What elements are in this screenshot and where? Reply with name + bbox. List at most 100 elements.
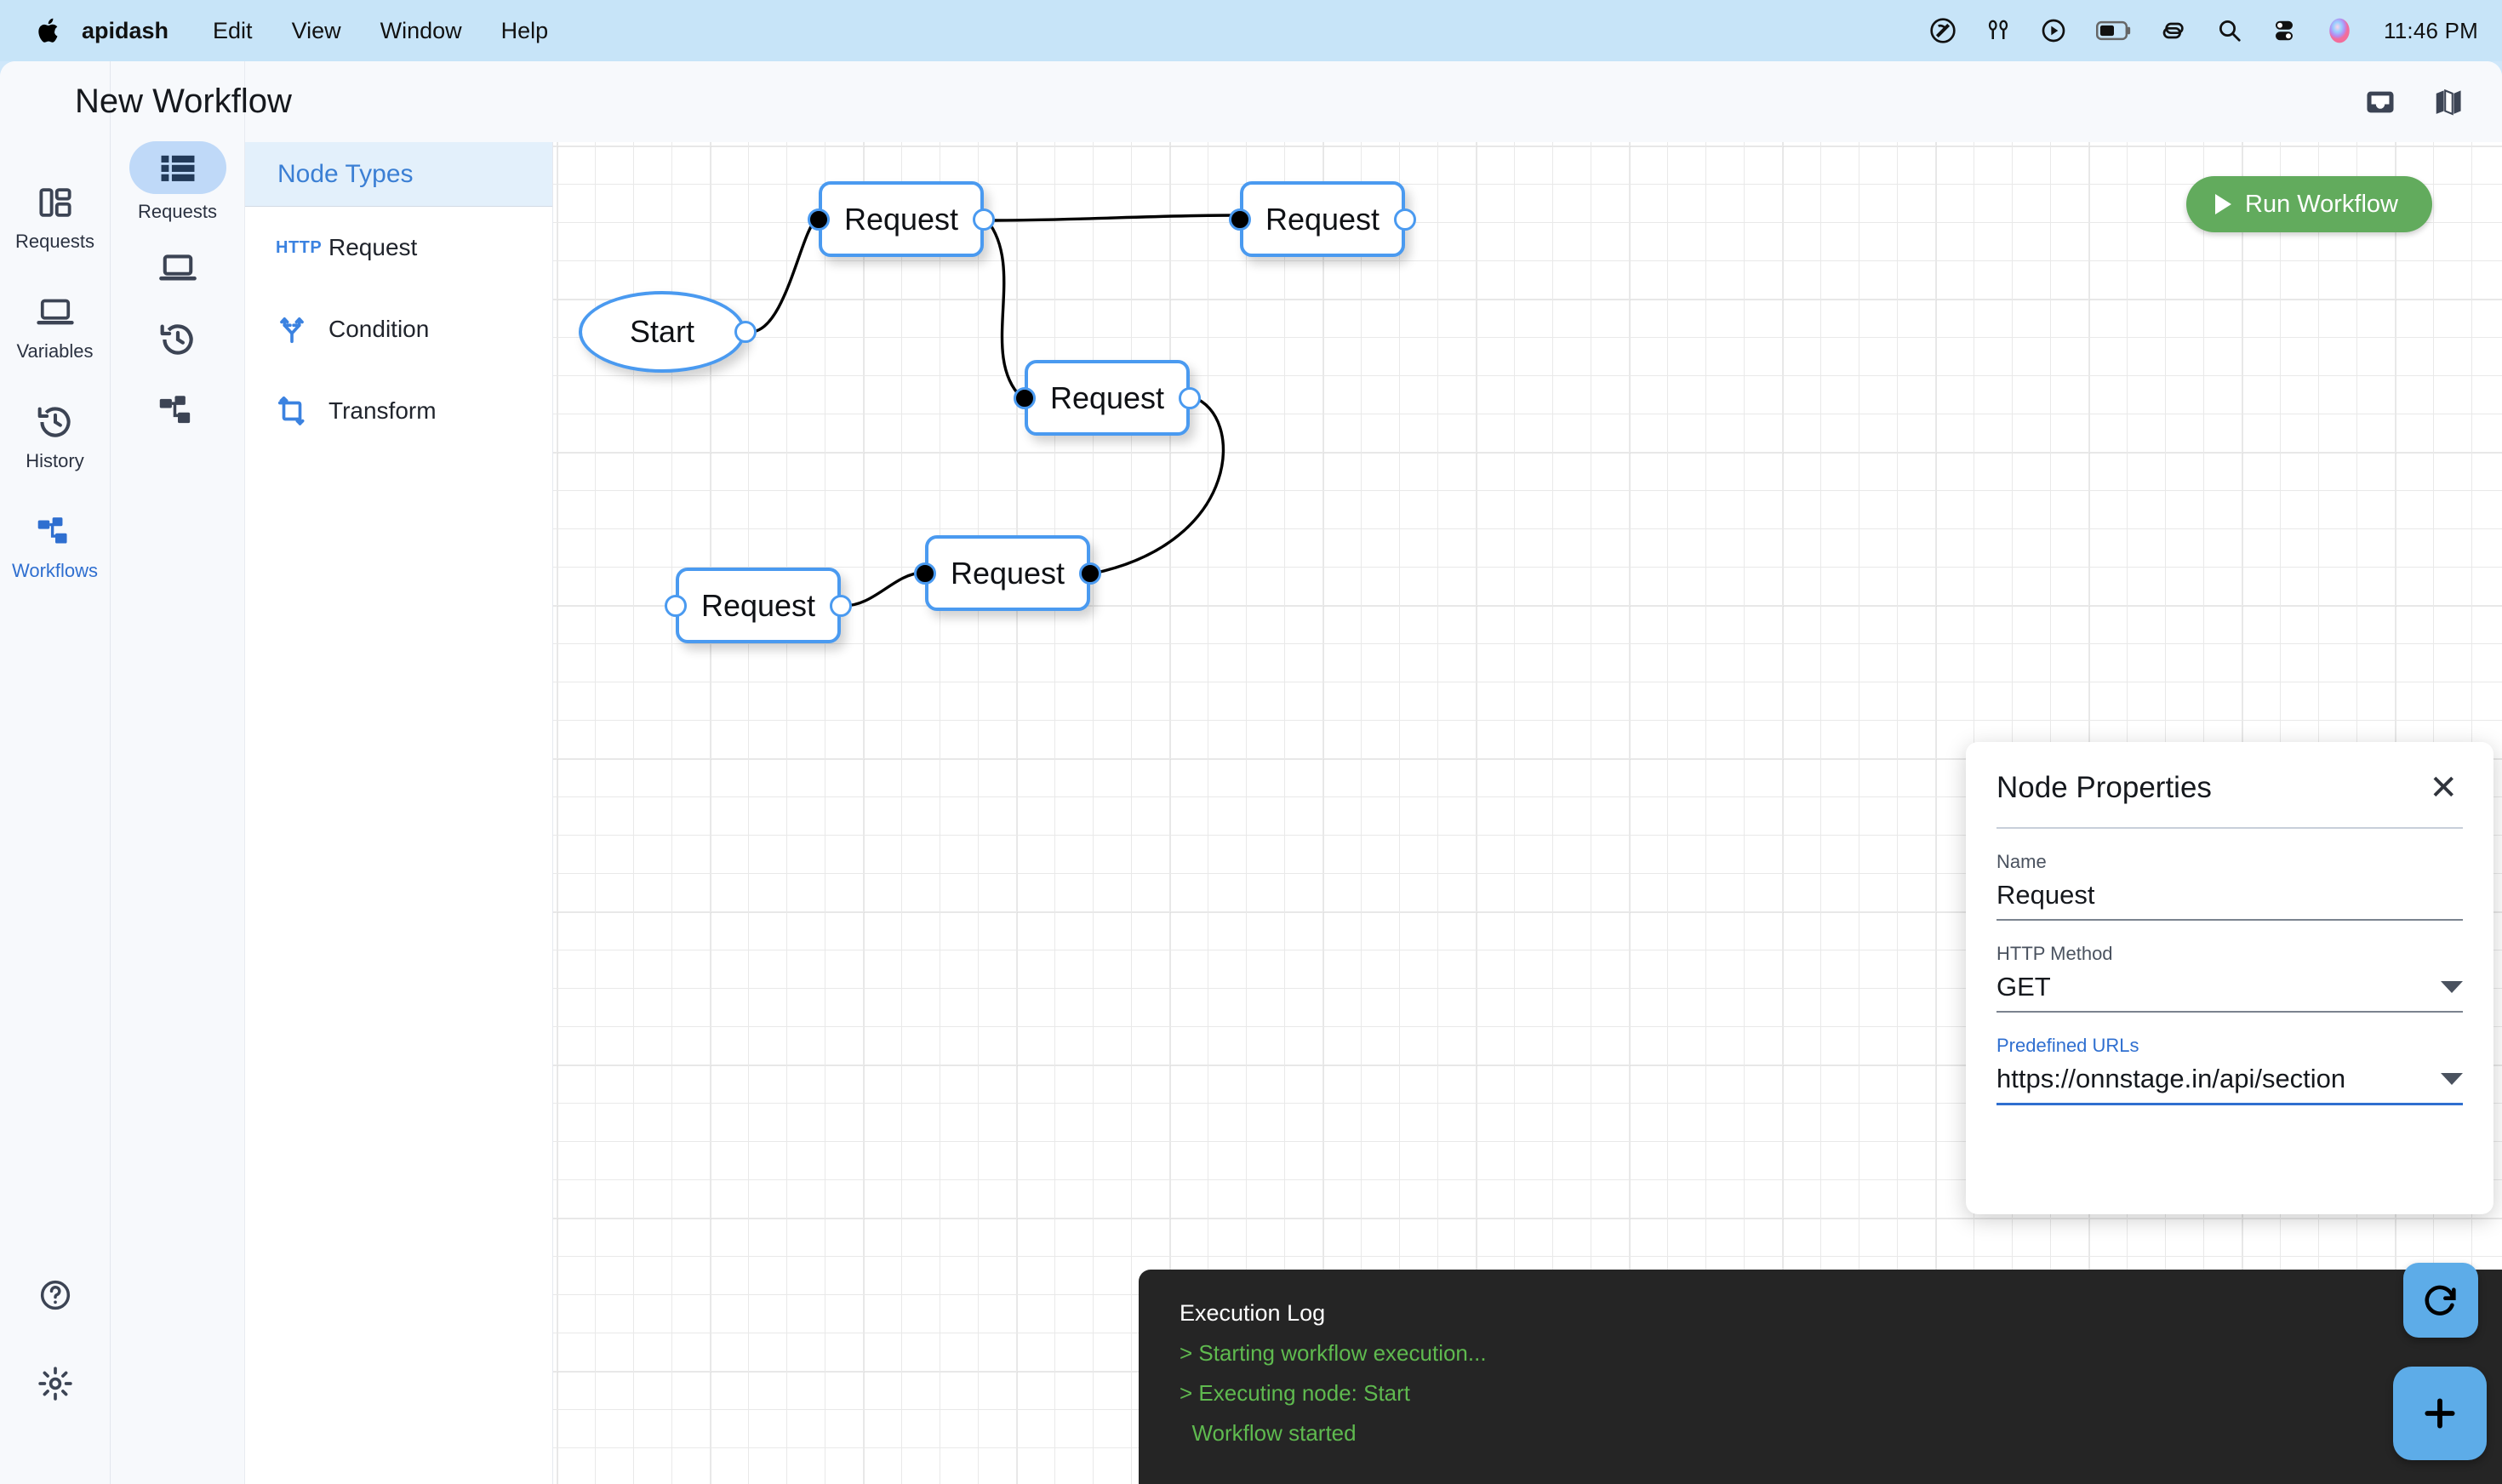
history-clock-icon bbox=[129, 313, 226, 366]
search-icon[interactable] bbox=[2217, 18, 2242, 43]
field-underline bbox=[1996, 1011, 2463, 1013]
chevron-down-icon bbox=[2441, 981, 2463, 993]
node-input-port[interactable] bbox=[914, 562, 936, 585]
sidebar-item-requests[interactable]: Requests bbox=[0, 180, 111, 253]
refresh-fab[interactable] bbox=[2403, 1263, 2478, 1338]
execution-log-title: Execution Log bbox=[1180, 1300, 1326, 1326]
node-type-transform[interactable]: Transform bbox=[245, 370, 552, 452]
add-fab[interactable] bbox=[2393, 1367, 2487, 1460]
laptop-icon bbox=[129, 242, 226, 294]
node-input-port[interactable] bbox=[665, 594, 687, 617]
secondary-sidebar: Requests bbox=[111, 61, 245, 1484]
field-value-http-method: GET bbox=[1996, 972, 2051, 1002]
node-output-port[interactable] bbox=[1394, 208, 1416, 231]
menu-item-apidash[interactable]: apidash bbox=[82, 17, 169, 43]
airpods-icon[interactable] bbox=[1985, 17, 2011, 44]
node-output-port[interactable] bbox=[1179, 386, 1201, 409]
history-clock-icon bbox=[37, 400, 74, 444]
rail2-item-history[interactable] bbox=[129, 313, 226, 366]
menu-item-window[interactable]: Window bbox=[380, 17, 462, 43]
node-types-header: Node Types bbox=[245, 142, 552, 207]
log-line: Workflow started bbox=[1180, 1420, 1357, 1446]
node-type-condition[interactable]: Condition bbox=[245, 288, 552, 370]
node-input-port[interactable] bbox=[808, 208, 830, 231]
node-output-port[interactable] bbox=[1079, 562, 1101, 585]
rail2-item-workflows[interactable] bbox=[129, 385, 226, 437]
node-output-port[interactable] bbox=[973, 208, 995, 231]
branch-fork-icon bbox=[276, 313, 323, 345]
edge-req1-req3 bbox=[985, 219, 1023, 399]
sidebar-item-variables[interactable]: Variables bbox=[0, 290, 111, 362]
node-type-label-condition: Condition bbox=[328, 316, 430, 342]
node-output-port[interactable] bbox=[734, 321, 757, 343]
menu-item-help[interactable]: Help bbox=[500, 17, 549, 43]
node-type-label-transform: Transform bbox=[328, 397, 437, 424]
edge-start-req1 bbox=[750, 219, 817, 334]
workflow-canvas[interactable]: Start Request Request Request Request Re… bbox=[553, 142, 2502, 1484]
sidebar-label-requests: Requests bbox=[15, 231, 94, 252]
menu-item-edit[interactable]: Edit bbox=[213, 17, 253, 43]
field-http-method: HTTP Method GET bbox=[1996, 943, 2463, 1013]
help-circle-icon[interactable] bbox=[38, 1273, 72, 1317]
node-label: Request bbox=[843, 201, 959, 237]
field-label-http-method: HTTP Method bbox=[1996, 943, 2113, 964]
node-label: Request bbox=[700, 587, 816, 623]
field-underline bbox=[1996, 1103, 2463, 1105]
workflow-node-request-2[interactable]: Request bbox=[1229, 181, 1416, 257]
node-properties-panel: Node Properties ✕ Name Request HTTP Meth… bbox=[1966, 742, 2493, 1214]
refresh-icon bbox=[2425, 1285, 2456, 1316]
shortcuts-icon[interactable] bbox=[2161, 17, 2188, 44]
http-badge-icon: HTTP bbox=[276, 237, 323, 257]
node-input-port[interactable] bbox=[1229, 208, 1251, 231]
sidebar-item-workflows[interactable]: Workflows bbox=[0, 510, 111, 582]
node-input-port[interactable] bbox=[1014, 386, 1036, 409]
node-label: Request bbox=[1049, 380, 1165, 415]
workflow-nodes-icon bbox=[37, 510, 74, 554]
list-table-icon bbox=[129, 141, 226, 194]
menu-item-view[interactable]: View bbox=[291, 17, 341, 43]
field-predefined-urls: Predefined URLs https://onnstage.in/api/… bbox=[1996, 1035, 2463, 1105]
edge-req5-req4 bbox=[843, 571, 923, 608]
name-input[interactable]: Request bbox=[1996, 873, 2463, 919]
map-overview-icon[interactable] bbox=[2432, 86, 2465, 118]
workflow-node-request-1[interactable]: Request bbox=[808, 181, 995, 257]
workflow-node-request-5[interactable]: Request bbox=[665, 568, 852, 643]
field-label-name: Name bbox=[1996, 851, 2047, 872]
log-line: > Executing node: Start bbox=[1180, 1380, 1411, 1406]
edge-req1-req2 bbox=[986, 214, 1237, 222]
field-underline bbox=[1996, 919, 2463, 921]
workflow-node-request-4[interactable]: Request bbox=[914, 535, 1101, 611]
apple-logo-icon[interactable] bbox=[32, 16, 66, 45]
sidebar-label-workflows: Workflows bbox=[11, 560, 99, 581]
page-title: New Workflow bbox=[75, 83, 292, 120]
close-icon[interactable]: ✕ bbox=[2429, 769, 2458, 807]
siri-icon[interactable] bbox=[2326, 16, 2353, 45]
run-workflow-label: Run Workflow bbox=[2245, 190, 2398, 218]
creative-cloud-icon[interactable] bbox=[1929, 17, 1956, 44]
node-type-request[interactable]: HTTP Request bbox=[245, 207, 552, 288]
rail2-item-requests[interactable]: Requests bbox=[129, 141, 226, 223]
battery-icon[interactable] bbox=[2096, 20, 2132, 42]
control-center-icon[interactable] bbox=[2271, 18, 2297, 43]
http-method-select[interactable]: GET bbox=[1996, 965, 2463, 1011]
node-output-port[interactable] bbox=[830, 594, 852, 617]
execution-log-panel: Execution Log > Starting workflow execut… bbox=[1139, 1270, 2502, 1484]
run-workflow-button[interactable]: Run Workflow bbox=[2186, 176, 2432, 232]
node-label: Request bbox=[1265, 201, 1380, 237]
node-types-title: Node Types bbox=[277, 159, 414, 188]
menubar-clock: 11:46 PM bbox=[2384, 17, 2478, 43]
workflow-node-start[interactable]: Start bbox=[579, 291, 757, 373]
gear-icon[interactable] bbox=[37, 1361, 73, 1406]
node-label: Start bbox=[629, 314, 695, 349]
playback-icon[interactable] bbox=[2040, 17, 2067, 44]
predefined-urls-select[interactable]: https://onnstage.in/api/section bbox=[1996, 1057, 2463, 1103]
field-name: Name Request bbox=[1996, 851, 2463, 921]
dashboard-icon bbox=[37, 180, 73, 225]
rail2-item-variables[interactable] bbox=[129, 242, 226, 294]
workflow-header: New Workflow bbox=[75, 61, 2502, 142]
laptop-icon bbox=[36, 290, 74, 334]
sidebar-item-history[interactable]: History bbox=[0, 400, 111, 472]
inbox-panel-icon[interactable] bbox=[2364, 86, 2396, 118]
workflow-node-request-3[interactable]: Request bbox=[1014, 360, 1201, 436]
node-properties-header: Node Properties ✕ bbox=[1996, 771, 2463, 805]
